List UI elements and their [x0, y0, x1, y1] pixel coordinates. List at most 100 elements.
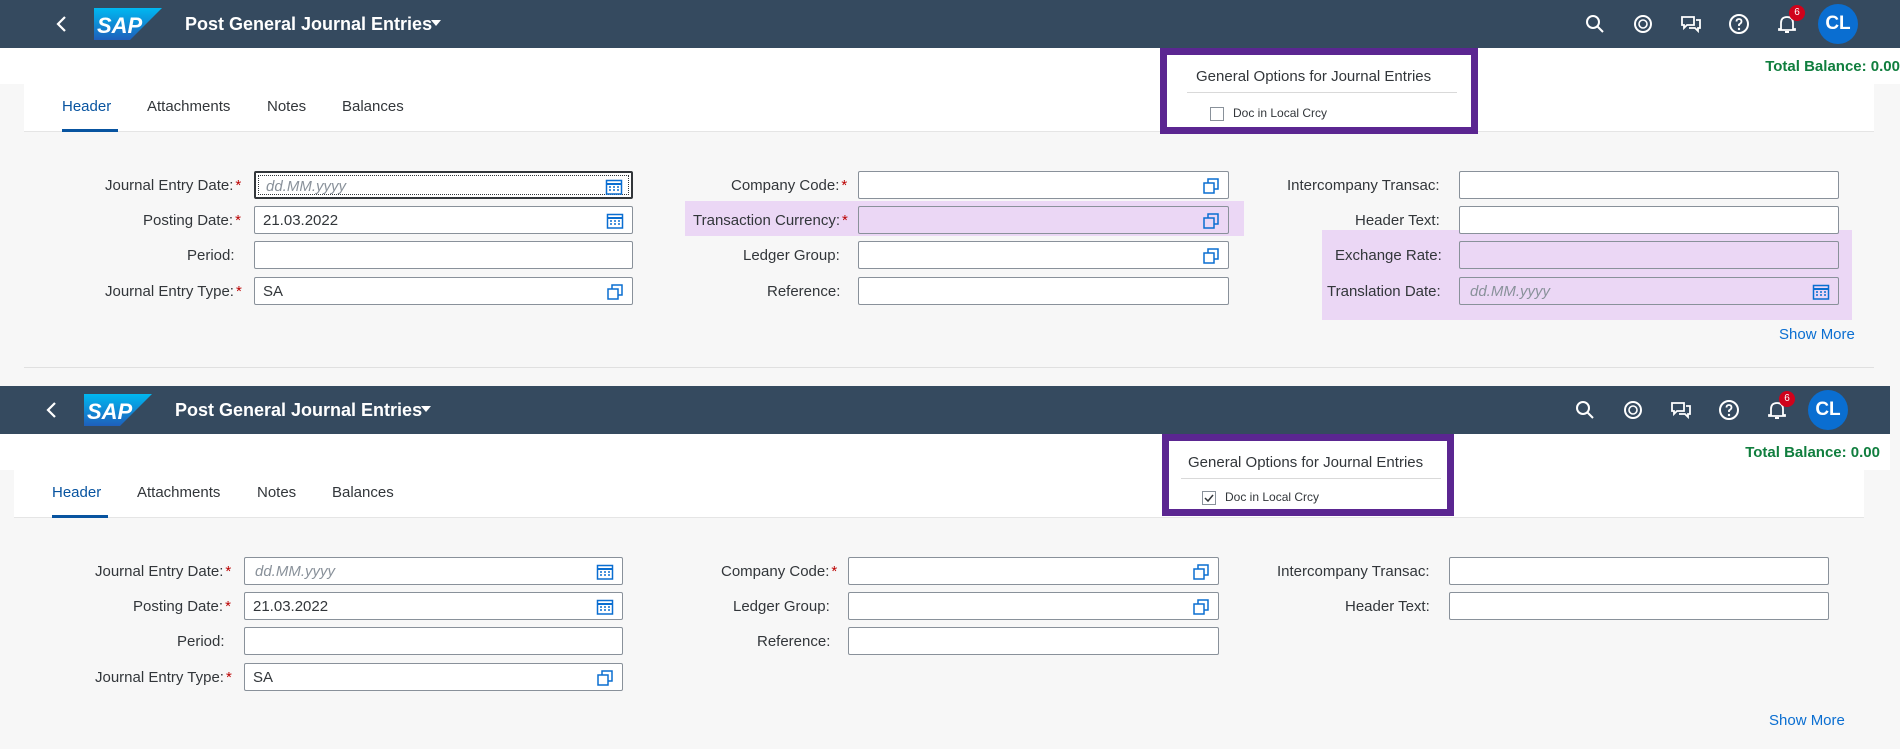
back-icon[interactable] [50, 12, 74, 36]
intercompany-input[interactable] [1449, 557, 1829, 585]
bell-icon[interactable] [1765, 398, 1789, 422]
screenshot-before: SAP Post General Journal Entries 6 CL To… [0, 0, 1900, 368]
tab-notes[interactable]: Notes [267, 98, 307, 115]
section-divider [24, 367, 1874, 368]
tab-balances[interactable]: Balances [342, 98, 404, 115]
value-help-icon[interactable] [1202, 177, 1220, 195]
shell-bar: SAP Post General Journal Entries 6 CL [0, 0, 1900, 48]
ledger-group-input[interactable] [858, 241, 1229, 269]
notification-badge: 6 [1789, 5, 1805, 21]
shell-bar: SAP Post General Journal Entries 6 CL [0, 386, 1890, 434]
avatar[interactable]: CL [1808, 390, 1848, 430]
search-icon[interactable] [1583, 12, 1607, 36]
doc-in-local-crcy-checkbox[interactable] [1210, 107, 1224, 121]
help-icon[interactable] [1727, 12, 1751, 36]
period-label: Period: [187, 247, 235, 264]
header-text-label: Header Text: [1355, 212, 1440, 229]
show-more-link[interactable]: Show More [1779, 326, 1855, 343]
value-help-icon[interactable] [1192, 563, 1210, 581]
tab-attachments[interactable]: Attachments [137, 484, 221, 501]
copilot-icon[interactable] [1621, 398, 1645, 422]
avatar[interactable]: CL [1818, 4, 1858, 44]
intercompany-input[interactable] [1459, 171, 1839, 199]
caret-down-icon[interactable] [428, 15, 444, 31]
exchange-rate-input[interactable] [1459, 241, 1839, 269]
calendar-icon[interactable] [596, 563, 614, 581]
journal-entry-type-label: Journal Entry Type:* [95, 669, 232, 686]
posting-date-label: Posting Date:* [133, 598, 231, 615]
exchange-rate-label: Exchange Rate: [1335, 247, 1442, 264]
tab-notes[interactable]: Notes [257, 484, 297, 501]
value-help-icon[interactable] [596, 669, 614, 687]
intercompany-label: Intercompany Transac: [1277, 563, 1430, 580]
company-code-input[interactable] [848, 557, 1219, 585]
tab-active-indicator [52, 515, 108, 518]
calendar-icon[interactable] [596, 598, 614, 616]
journal-entry-type-input[interactable]: SA [254, 277, 633, 305]
translation-date-input[interactable]: dd.MM.yyyy [1459, 277, 1839, 305]
journal-entry-date-label: Journal Entry Date:* [105, 177, 242, 194]
general-options-callout: General Options for Journal Entries Doc … [1160, 48, 1478, 134]
sap-logo[interactable]: SAP [84, 394, 152, 426]
reference-label: Reference: [757, 633, 831, 650]
feedback-icon[interactable] [1679, 12, 1703, 36]
reference-input[interactable] [848, 627, 1219, 655]
app-title[interactable]: Post General Journal Entries [175, 400, 423, 420]
value-help-icon[interactable] [1192, 598, 1210, 616]
value-help-icon[interactable] [606, 283, 624, 301]
help-icon[interactable] [1717, 398, 1741, 422]
company-code-label: Company Code:* [721, 563, 838, 580]
journal-entry-date-input[interactable]: dd.MM.yyyy [244, 557, 623, 585]
company-code-input[interactable] [858, 171, 1229, 199]
general-options-title: General Options for Journal Entries [1188, 454, 1424, 471]
tab-active-indicator [62, 129, 118, 132]
search-icon[interactable] [1573, 398, 1597, 422]
period-input[interactable] [244, 627, 623, 655]
period-label: Period: [177, 633, 225, 650]
doc-in-local-crcy-label: Doc in Local Crcy [1233, 106, 1328, 120]
journal-entry-date-input[interactable]: dd.MM.yyyy [254, 171, 633, 199]
journal-entry-type-input[interactable]: SA [244, 663, 623, 691]
period-input[interactable] [254, 241, 633, 269]
feedback-icon[interactable] [1669, 398, 1693, 422]
reference-input[interactable] [858, 277, 1229, 305]
calendar-icon[interactable] [606, 212, 624, 230]
bell-icon[interactable] [1775, 12, 1799, 36]
tab-header[interactable]: Header [62, 98, 112, 115]
object-header-bar [0, 434, 1890, 470]
transaction-currency-input[interactable] [858, 206, 1229, 234]
total-balance: Total Balance: 0.00 [1765, 58, 1900, 75]
sap-logo[interactable]: SAP [94, 8, 162, 40]
tab-bar: Header Attachments Notes Balances [14, 470, 1864, 518]
show-more-link[interactable]: Show More [1769, 712, 1845, 729]
tab-attachments[interactable]: Attachments [147, 98, 231, 115]
tab-bar: Header Attachments Notes Balances [24, 84, 1874, 132]
tab-balances[interactable]: Balances [332, 484, 394, 501]
notification-badge: 6 [1779, 391, 1795, 407]
divider [1187, 92, 1457, 93]
posting-date-input[interactable]: 21.03.2022 [254, 206, 633, 234]
app-title[interactable]: Post General Journal Entries [185, 14, 433, 34]
journal-entry-type-label: Journal Entry Type:* [105, 283, 242, 300]
posting-date-label: Posting Date:* [143, 212, 241, 229]
calendar-icon[interactable] [1812, 283, 1830, 301]
intercompany-label: Intercompany Transac: [1287, 177, 1440, 194]
general-options-callout: General Options for Journal Entries Doc … [1162, 434, 1454, 516]
caret-down-icon[interactable] [418, 401, 434, 417]
header-text-input[interactable] [1459, 206, 1839, 234]
transaction-currency-label: Transaction Currency:* [693, 212, 848, 229]
back-icon[interactable] [40, 398, 64, 422]
tab-header[interactable]: Header [52, 484, 102, 501]
posting-date-input[interactable]: 21.03.2022 [244, 592, 623, 620]
object-header-bar [0, 48, 1900, 84]
svg-text:SAP: SAP [87, 399, 133, 424]
calendar-icon[interactable] [605, 178, 623, 196]
screenshot-after: SAP Post General Journal Entries 6 CL To… [0, 386, 1890, 749]
copilot-icon[interactable] [1631, 12, 1655, 36]
header-text-input[interactable] [1449, 592, 1829, 620]
ledger-group-input[interactable] [848, 592, 1219, 620]
value-help-icon[interactable] [1202, 247, 1220, 265]
value-help-icon[interactable] [1202, 212, 1220, 230]
doc-in-local-crcy-label: Doc in Local Crcy [1225, 490, 1320, 504]
doc-in-local-crcy-checkbox[interactable] [1202, 491, 1216, 505]
